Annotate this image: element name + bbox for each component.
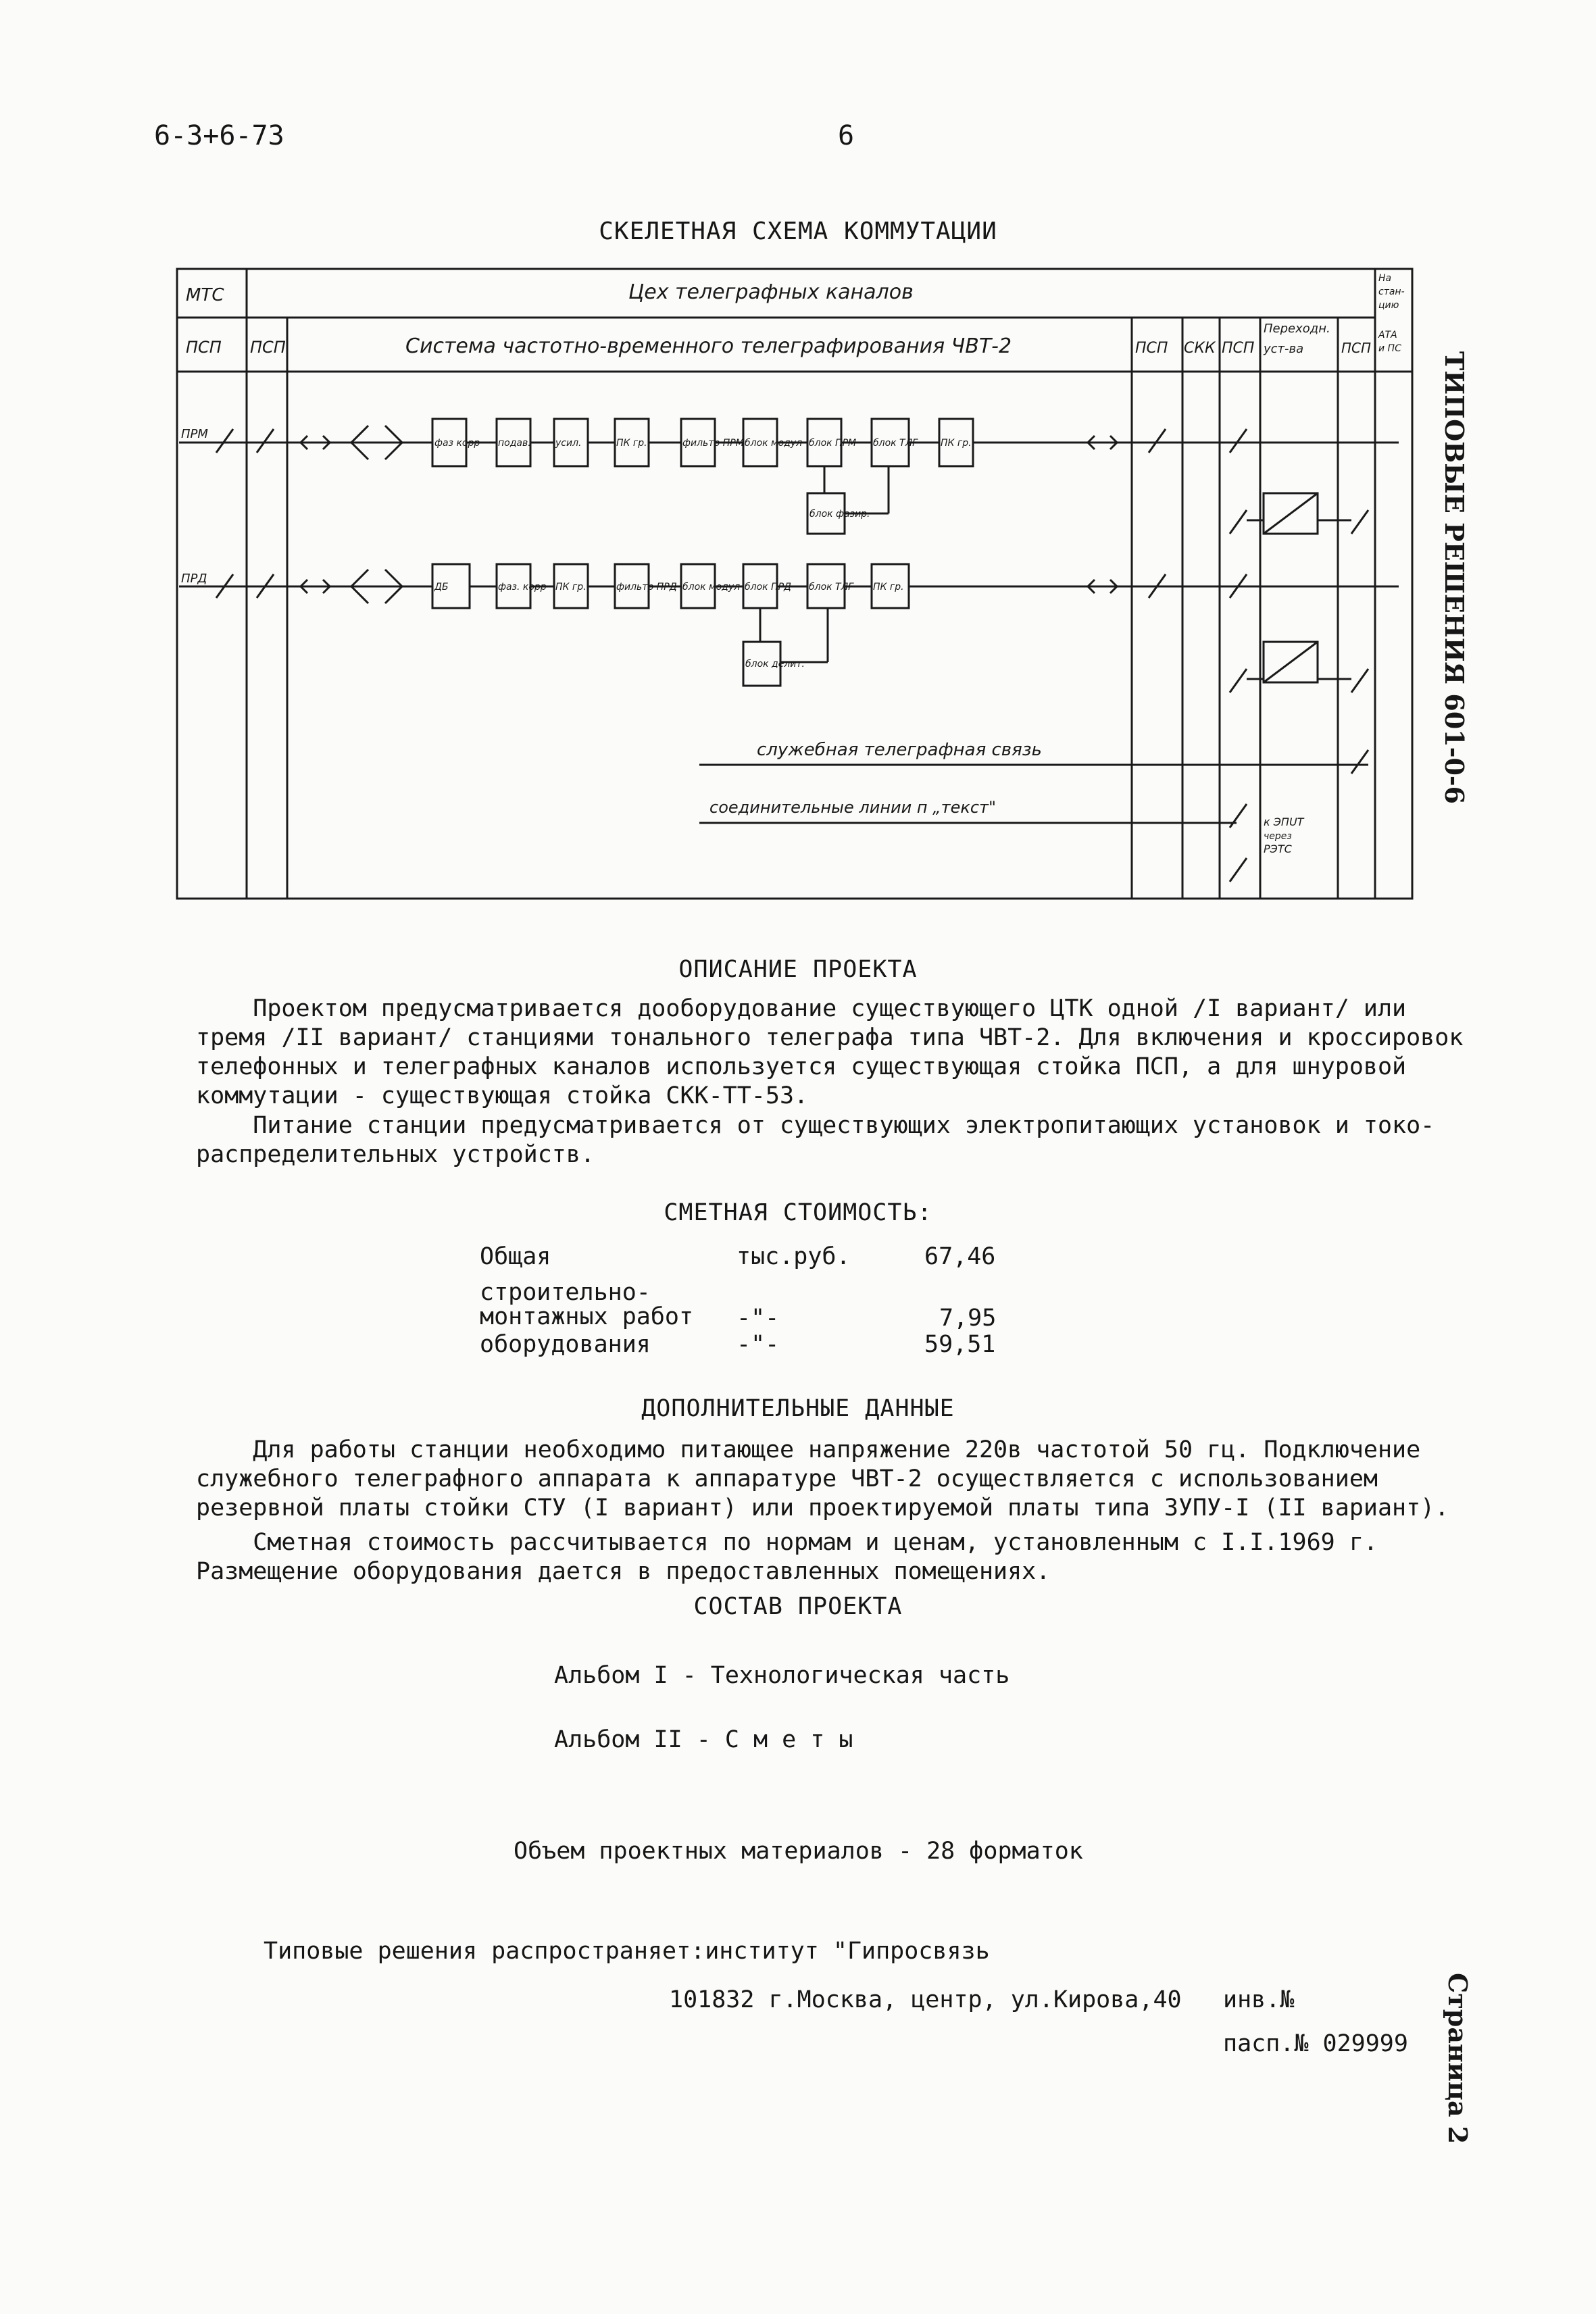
description-title: ОПИСАНИЕ ПРОЕКТА bbox=[678, 956, 918, 983]
switching-diagram: МТС Цех телеграфных каналов На стан- цию… bbox=[176, 268, 1414, 900]
cost-value: 7,95 bbox=[939, 1305, 997, 1332]
cost-value: 59,51 bbox=[924, 1331, 996, 1358]
additional-paragraph-2: Сметная стоимость рассчитывается по норм… bbox=[196, 1529, 1378, 1585]
cost-value: 67,46 bbox=[924, 1243, 996, 1270]
cost-row: оборудования -"- 59,51 bbox=[0, 1331, 1596, 1365]
passport-number: пасп.№ 029999 bbox=[1223, 2030, 1408, 2057]
prm-block-label: блок ПРМ bbox=[809, 438, 856, 449]
volume-note: Объем проектных материалов - 28 форматок bbox=[514, 1838, 1083, 1865]
page-number: 6 bbox=[838, 120, 855, 151]
prm-block-label: усил. bbox=[555, 438, 581, 449]
prm-block-label: блок модул bbox=[745, 438, 802, 449]
prd-block-label: ПК гр. bbox=[555, 582, 587, 593]
ezput-label-1: к ЭПUТ bbox=[1264, 815, 1305, 828]
prm-label: ПРМ bbox=[181, 427, 208, 441]
col-na-st-4: АТА bbox=[1378, 330, 1397, 341]
prd-label: ПРД bbox=[181, 572, 207, 586]
description-paragraph-2: Питание станции предусматривается от сущ… bbox=[196, 1112, 1435, 1168]
additional-paragraph-1: Для работы станции необходимо питающее н… bbox=[196, 1436, 1449, 1521]
prm-block-label: фильтр ПРМ bbox=[682, 438, 744, 449]
prd-block-label: фаз. корр bbox=[498, 582, 547, 593]
prd-block-label: фильтр ПРД bbox=[616, 582, 677, 593]
prm-block-label: ПК гр. bbox=[616, 438, 647, 449]
ezput-label-3: РЭТС bbox=[1264, 842, 1293, 855]
cost-unit: тыс.руб. bbox=[737, 1243, 851, 1270]
document-code: 6-3+6-73 bbox=[154, 120, 284, 151]
prm-sub-block-label: блок фазир. bbox=[809, 509, 870, 520]
perekh-2: уст-ва bbox=[1263, 342, 1303, 356]
service-line-label: служебная телеграфная связь bbox=[757, 740, 1042, 760]
cost-unit: -"- bbox=[737, 1331, 780, 1358]
row2-psp-1: ПСП bbox=[186, 338, 222, 357]
row2-psp-4: ПСП bbox=[1222, 340, 1254, 357]
perekh-1: Переходн. bbox=[1264, 322, 1330, 336]
col-shop: Цех телеграфных каналов bbox=[628, 280, 914, 304]
prd-block-label: ПК гр. bbox=[873, 582, 904, 593]
prd-block-label: блок ТЛГ bbox=[809, 582, 854, 593]
inventory-number: инв.№ bbox=[1223, 1986, 1295, 2013]
prd-block-label: блок модул bbox=[682, 582, 740, 593]
row2-system: Система частотно-временного телеграфиров… bbox=[405, 334, 1012, 358]
description-paragraph-1: Проектом предусматривается дооборудовани… bbox=[196, 995, 1464, 1109]
cost-label: оборудования bbox=[480, 1331, 651, 1358]
composition-title: СОСТАВ ПРОЕКТА bbox=[693, 1593, 903, 1620]
page-side-label: Страница 2 bbox=[1443, 1973, 1473, 2144]
row2-skk: СКК bbox=[1184, 340, 1216, 357]
col-na-st-3: цию bbox=[1378, 300, 1399, 311]
cost-unit: -"- bbox=[737, 1305, 780, 1332]
row2-psp-2: ПСП bbox=[250, 338, 286, 357]
cost-row: строительно- монтажных работ -"- 7,95 bbox=[0, 1280, 1596, 1348]
prm-block-label: ПК гр. bbox=[941, 438, 972, 449]
cost-label: строительно- монтажных работ bbox=[480, 1279, 694, 1330]
ezput-label-2: через bbox=[1264, 831, 1292, 842]
additional-title: ДОПОЛНИТЕЛЬНЫЕ ДАННЫЕ bbox=[641, 1395, 955, 1422]
prm-block-label: фаз корр bbox=[434, 438, 480, 449]
col-na-st-2: стан- bbox=[1378, 286, 1405, 297]
prd-sub-block-label: блок делит. bbox=[745, 659, 805, 670]
cost-label: Общая bbox=[480, 1243, 551, 1270]
address-line: 101832 г.Москва, центр, ул.Кирова,40 bbox=[669, 1986, 1182, 2013]
diagram-title: СКЕЛЕТНАЯ СХЕМА КОММУТАЦИИ bbox=[599, 218, 997, 245]
connecting-line-label: соединительные линии п „текст" bbox=[709, 798, 996, 817]
row2-psp-3: ПСП bbox=[1135, 340, 1168, 357]
album-1: Альбом I - Технологическая часть bbox=[554, 1662, 1010, 1689]
cost-row: Общая тыс.руб. 67,46 bbox=[0, 1243, 1596, 1277]
prm-block-label: блок ТЛГ bbox=[873, 438, 918, 449]
diagram-frame bbox=[176, 268, 1414, 900]
col-na-st-1: На bbox=[1378, 273, 1391, 284]
col-na-st-5: и ПС bbox=[1378, 343, 1401, 354]
prd-block-label: блок ПРД bbox=[745, 582, 791, 593]
distributor-line: Типовые решения распространяет:институт … bbox=[264, 1938, 990, 1965]
cost-title: СМЕТНАЯ СТОИМОСТЬ: bbox=[664, 1199, 932, 1226]
row2-psp-5: ПСП bbox=[1341, 340, 1371, 356]
album-2: Альбом II - С м е т ы bbox=[554, 1726, 853, 1753]
prd-block-label: ДБ bbox=[434, 582, 449, 593]
col-mtc: МТС bbox=[186, 285, 224, 305]
prm-block-label: подав. bbox=[498, 438, 531, 449]
